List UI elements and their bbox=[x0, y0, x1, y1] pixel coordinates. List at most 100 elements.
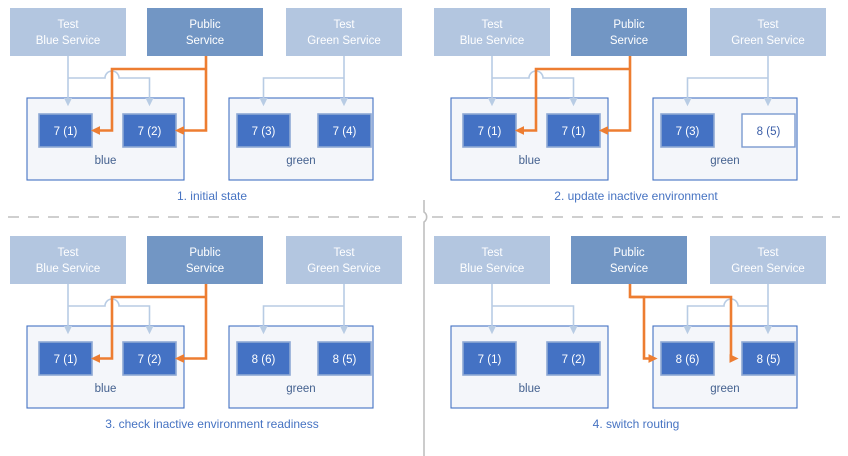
test-green-connector-pod1 bbox=[683, 77, 768, 107]
green-pod-2[interactable]: 7 (4) bbox=[317, 113, 372, 148]
test-green-service-line2: Green Service bbox=[307, 35, 381, 47]
test-blue-service-line1: Test bbox=[481, 19, 503, 31]
public-service-box[interactable] bbox=[571, 236, 687, 284]
blue-environment-label: blue bbox=[95, 383, 117, 395]
test-blue-service-box[interactable] bbox=[434, 236, 550, 284]
green-pod-1[interactable]: 7 (3) bbox=[236, 113, 291, 148]
green-pod-1[interactable]: 8 (6) bbox=[660, 341, 715, 376]
green-pod-2-box[interactable] bbox=[741, 113, 796, 148]
test-green-service-box[interactable] bbox=[286, 8, 402, 56]
test-blue-service-box[interactable] bbox=[10, 236, 126, 284]
blue-pod-2[interactable]: 7 (2) bbox=[122, 341, 177, 376]
blue-environment-label: blue bbox=[519, 383, 541, 395]
public-service-line1: Public bbox=[189, 247, 221, 259]
green-pod-2-label: 7 (4) bbox=[333, 126, 357, 138]
public-routing-pod2 bbox=[174, 284, 208, 363]
blue-pod-2-box[interactable] bbox=[122, 113, 177, 148]
blue-pod-1-box[interactable] bbox=[38, 341, 93, 376]
green-pod-2-box[interactable] bbox=[741, 341, 796, 376]
test-green-service-box[interactable] bbox=[710, 236, 826, 284]
green-pod-2[interactable]: 8 (5) bbox=[317, 341, 372, 376]
green-environment-label: green bbox=[710, 383, 739, 395]
test-green-connector-pod1 bbox=[259, 305, 344, 335]
public-service-box[interactable] bbox=[147, 8, 263, 56]
blue-pod-1-box[interactable] bbox=[462, 341, 517, 376]
green-pod-1-box[interactable] bbox=[660, 113, 715, 148]
green-pod-1-box[interactable] bbox=[236, 341, 291, 376]
green-pod-1-label: 8 (6) bbox=[676, 354, 700, 366]
public-service-box[interactable] bbox=[571, 8, 687, 56]
blue-pod-2-box[interactable] bbox=[546, 341, 601, 376]
blue-pod-1[interactable]: 7 (1) bbox=[462, 113, 517, 148]
public-service-line2: Service bbox=[610, 263, 648, 275]
green-pod-1-box[interactable] bbox=[660, 341, 715, 376]
public-service-line1: Public bbox=[613, 247, 645, 259]
blue-pod-2-label: 7 (2) bbox=[562, 354, 586, 366]
blue-pod-2[interactable]: 7 (2) bbox=[122, 113, 177, 148]
blue-pod-2[interactable]: 7 (2) bbox=[546, 341, 601, 376]
test-blue-service-line1: Test bbox=[57, 247, 79, 259]
green-pod-2[interactable]: 8 (5) bbox=[741, 113, 796, 148]
test-green-service-box[interactable] bbox=[710, 8, 826, 56]
public-service-line2: Service bbox=[186, 263, 224, 275]
green-pod-2[interactable]: 8 (5) bbox=[741, 341, 796, 376]
test-blue-service-box[interactable] bbox=[434, 8, 550, 56]
test-blue-service-line1: Test bbox=[57, 19, 79, 31]
blue-pod-2-box[interactable] bbox=[122, 341, 177, 376]
blue-pod-2-label: 7 (1) bbox=[562, 126, 586, 138]
blue-environment-label: blue bbox=[95, 155, 117, 167]
green-pod-2-label: 8 (5) bbox=[757, 354, 781, 366]
blue-environment: blue 7 (1) 7 (1) bbox=[450, 97, 609, 181]
public-service-line2: Service bbox=[610, 35, 648, 47]
blue-environment-label: blue bbox=[519, 155, 541, 167]
green-pod-2-box[interactable] bbox=[317, 341, 372, 376]
test-green-service-line2: Green Service bbox=[731, 263, 805, 275]
blue-pod-1[interactable]: 7 (1) bbox=[462, 341, 517, 376]
test-green-service-line1: Test bbox=[757, 19, 779, 31]
blue-pod-1[interactable]: 7 (1) bbox=[38, 341, 93, 376]
divider-vertical bbox=[423, 200, 428, 456]
blue-pod-2-label: 7 (2) bbox=[138, 126, 162, 138]
blue-pod-1-label: 7 (1) bbox=[478, 126, 502, 138]
green-pod-2-box[interactable] bbox=[317, 113, 372, 148]
public-routing-pod1 bbox=[90, 67, 206, 135]
test-green-service-box[interactable] bbox=[286, 236, 402, 284]
green-pod-1[interactable]: 7 (3) bbox=[660, 113, 715, 148]
test-green-service-line1: Test bbox=[757, 247, 779, 259]
public-routing-pod1 bbox=[90, 295, 206, 363]
green-pod-1-label: 8 (6) bbox=[252, 354, 276, 366]
test-blue-service-line2: Blue Service bbox=[460, 35, 525, 47]
blue-pod-1[interactable]: 7 (1) bbox=[38, 113, 93, 148]
public-service-box[interactable] bbox=[147, 236, 263, 284]
public-routing-pod2 bbox=[174, 56, 208, 135]
green-pod-1-box[interactable] bbox=[236, 113, 291, 148]
panel-2-caption: 2. update inactive environment bbox=[554, 189, 718, 203]
green-pod-2-label: 8 (5) bbox=[333, 354, 357, 366]
blue-pod-1-box[interactable] bbox=[38, 113, 93, 148]
green-pod-1[interactable]: 8 (6) bbox=[236, 341, 291, 376]
test-blue-service-line2: Blue Service bbox=[36, 263, 101, 275]
green-pod-1-label: 7 (3) bbox=[252, 126, 276, 138]
test-blue-service-box[interactable] bbox=[10, 8, 126, 56]
public-service-line2: Service bbox=[186, 35, 224, 47]
blue-pod-2-box[interactable] bbox=[546, 113, 601, 148]
blue-pod-2[interactable]: 7 (1) bbox=[546, 113, 601, 148]
blue-pod-1-label: 7 (1) bbox=[54, 126, 78, 138]
